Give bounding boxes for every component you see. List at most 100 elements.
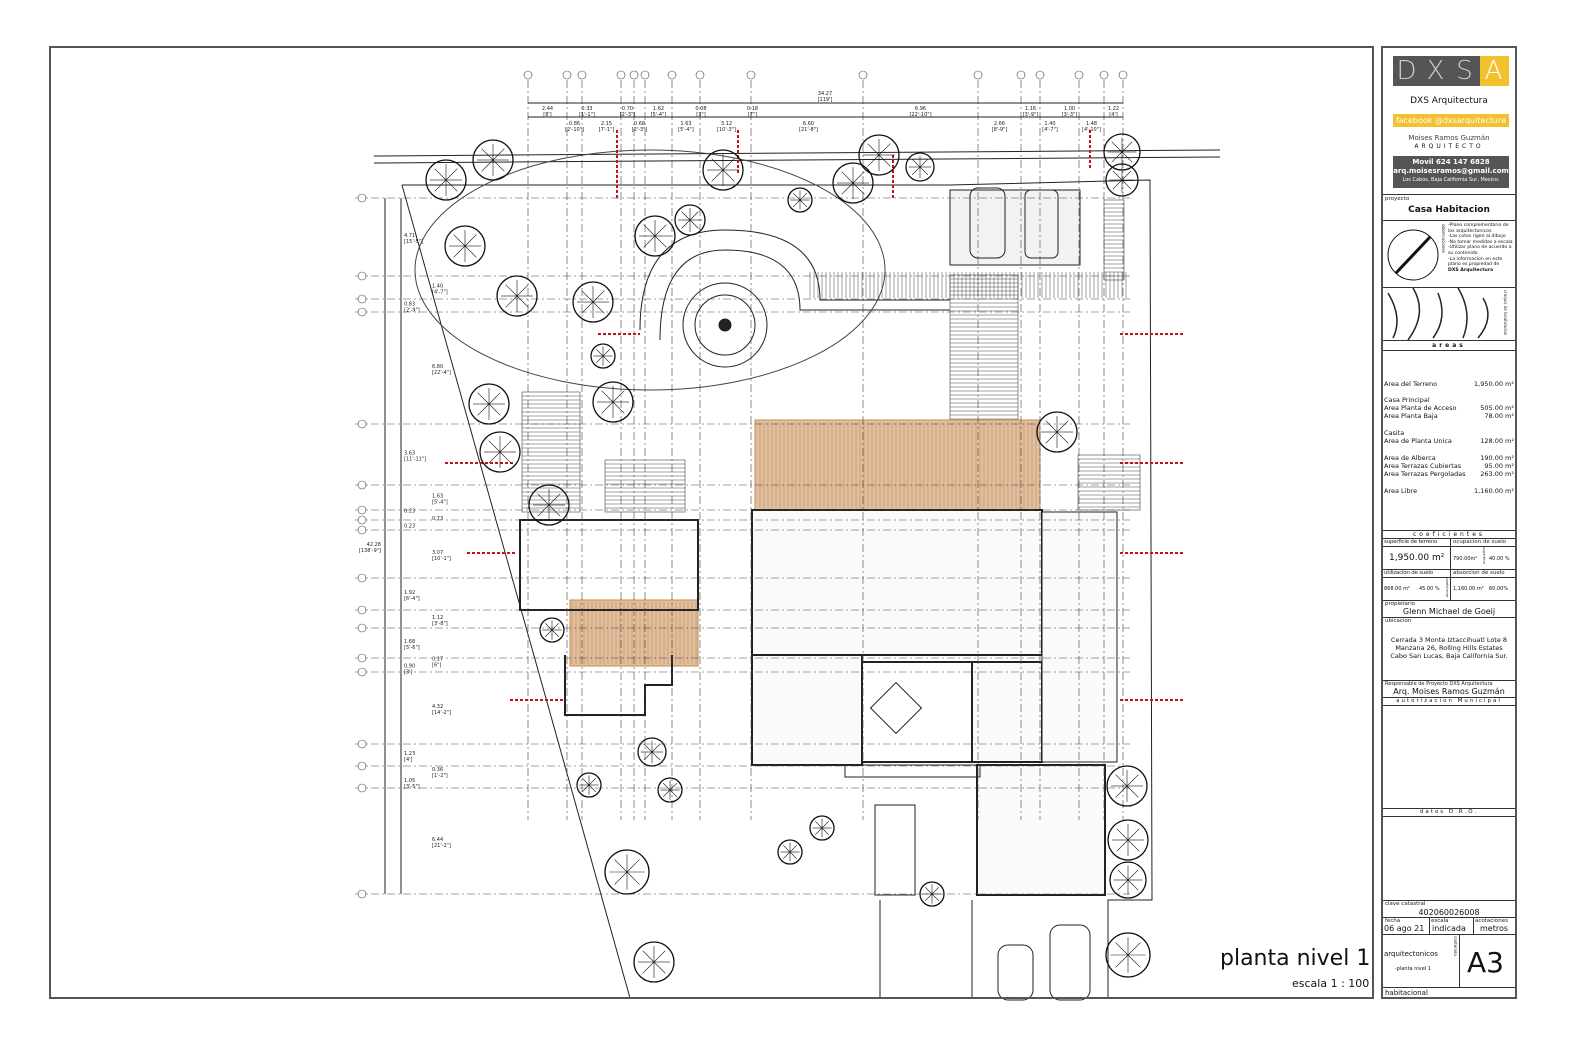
architect-name: Moises Ramos Guzmán (1408, 134, 1490, 142)
side-label: coeficiente (1445, 578, 1449, 598)
tree-branch (1121, 141, 1133, 153)
tree-branch (626, 859, 640, 873)
tree-branch (643, 743, 653, 753)
tree-branch (1112, 179, 1123, 190)
dimension-imperial: [3'-8"] (432, 621, 448, 627)
project-name: Casa Habitacion (1408, 205, 1490, 215)
tree-branch (1127, 879, 1139, 891)
tree-branch (662, 789, 671, 798)
dimension-value: 6.96 (915, 106, 926, 112)
architect-title: ARQUITECTO (1414, 143, 1484, 150)
grid-bubble (357, 525, 367, 535)
tree-branch (792, 199, 801, 208)
note: -Las cotas rigen al dibujo (1448, 234, 1506, 240)
tree-icon (444, 225, 486, 267)
tree-branch (492, 159, 505, 172)
tree-branch (919, 158, 929, 168)
tree-branch (464, 245, 477, 258)
tree-branch (537, 504, 550, 517)
tree-branch (499, 451, 512, 464)
tree-branch (445, 179, 458, 192)
contact-box: Movil 624 147 6828 arq.moisesramos@gmail… (1393, 156, 1509, 188)
courtyard (976, 764, 1106, 896)
tree-icon (604, 849, 650, 895)
note: -Plano complementario de los arquitecton… (1448, 223, 1509, 234)
tree-icon (787, 187, 813, 213)
tree-branch (581, 777, 590, 786)
utilization-label: utilizacion de suelo (1384, 570, 1433, 576)
grid-bubble (357, 419, 367, 429)
dimension-imperial: [3'-3"] (1062, 112, 1078, 118)
tree-branch (581, 784, 590, 793)
dimension-value: 1.63 (680, 121, 691, 127)
dimension-value: 3.07 (432, 550, 443, 556)
tree-branch (651, 743, 661, 753)
tree-branch (1115, 954, 1129, 968)
grid-bubble (357, 667, 367, 677)
dimension-value: 2.15 (601, 121, 612, 127)
dimension-value: 2.44 (542, 106, 553, 112)
tree-branch (1045, 420, 1058, 433)
dimension-value: 1.16 (1025, 106, 1036, 112)
grid-bubble (858, 70, 868, 80)
tree-branch (792, 192, 801, 201)
tree-branch (1115, 942, 1129, 956)
location: Los Cabos, Baja California Sur, Mexico. (1402, 177, 1500, 183)
units-value: metros (1480, 924, 1509, 933)
tree-branch (643, 751, 653, 761)
dimension-imperial: [2'-9"] (404, 308, 420, 314)
date-value: 06 ago 21 (1384, 924, 1425, 933)
casita-room (519, 519, 699, 611)
tree-branch (481, 148, 494, 161)
tree-branch (488, 392, 501, 405)
tree-icon (832, 162, 874, 204)
entry-stairs (874, 804, 916, 896)
tree-branch (595, 355, 604, 364)
tree-icon (472, 139, 514, 181)
pergola-terrace (754, 419, 1041, 511)
content-subtitle: -planta nivel 1 (1395, 966, 1431, 972)
facebook-link: facebook @dxsarquitectura (1393, 114, 1509, 127)
tree-branch (595, 348, 604, 357)
tree-branch (551, 622, 560, 631)
tree-branch (789, 851, 798, 860)
tree-branch (924, 893, 933, 902)
grid-bubble (357, 505, 367, 515)
tree-branch (1127, 839, 1140, 852)
dimension-imperial: [4'] (404, 757, 413, 763)
dimension-value: 0.83 (404, 302, 415, 308)
dimension-value: 1.12 (432, 615, 443, 621)
note: -No tomar medidas a escala (1448, 239, 1513, 245)
tree-branch (689, 211, 699, 221)
tree-branch (453, 245, 466, 258)
dimension-imperial: [7"] (748, 112, 757, 118)
tree-branch (581, 301, 594, 314)
tree-branch (1117, 869, 1129, 881)
tree-branch (445, 168, 458, 181)
tree-branch (841, 171, 854, 184)
grid-bubble (1099, 70, 1109, 80)
tree-branch (434, 179, 447, 192)
tree-branch (867, 143, 880, 156)
tree-branch (653, 950, 666, 963)
tree-icon (592, 381, 634, 423)
grid-bubble (357, 271, 367, 281)
tree-branch (924, 886, 933, 895)
dimension-imperial: [4'-10"] (1082, 127, 1101, 133)
tree-branch (464, 234, 477, 247)
room (1041, 511, 1118, 763)
tree-branch (789, 844, 798, 853)
entry-landing (844, 764, 981, 778)
tree-icon (634, 215, 676, 257)
roundabout-center (718, 318, 732, 332)
dimension-imperial: [2'-3"] (632, 127, 648, 133)
dimension-imperial: [3"] (696, 112, 705, 118)
access-ramp (659, 249, 950, 341)
tree-icon (528, 484, 570, 526)
content-title: arquitectonicos (1384, 950, 1438, 958)
dimension-imperial: [6"] (432, 663, 441, 669)
roundabout (694, 294, 756, 356)
